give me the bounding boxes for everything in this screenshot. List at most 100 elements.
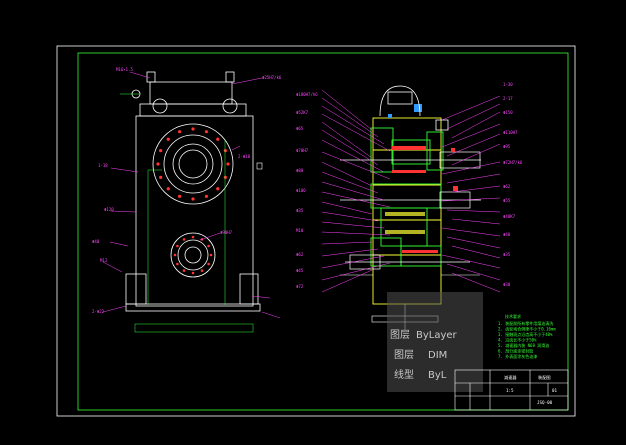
front-view	[125, 71, 261, 312]
tooltip-style-value: DIM	[428, 350, 447, 361]
dimension-callout: Φ95	[503, 144, 511, 149]
technical-note-line: 5. 减速器内装 N68 润滑油	[498, 342, 549, 348]
leader-line	[441, 227, 501, 237]
leader-line	[451, 111, 501, 139]
technical-note-line: 1. 装配前所有零件用煤油清洗	[498, 320, 553, 326]
leader-line	[321, 121, 373, 159]
leader-line	[321, 211, 379, 222]
leader-line	[446, 263, 501, 281]
side-section-shafts	[340, 151, 481, 270]
technical-note-line: 2. 齿轮啮合侧隙不小于0.16mm	[498, 326, 556, 332]
tooltip-layer-label: 图层	[390, 329, 410, 341]
leader-line	[441, 161, 501, 175]
bearing-bolt	[207, 262, 210, 266]
leader-line	[321, 262, 391, 281]
front-view-centerlines	[120, 93, 254, 333]
dimension-callout: Φ48K7	[503, 214, 516, 219]
leader-line	[446, 173, 501, 184]
technical-note-line: 6. 剖分面涂密封胶	[498, 348, 533, 354]
flange-bolt	[216, 187, 220, 191]
technical-note-line: 7. 外表面涂灰色油漆	[498, 353, 537, 359]
flange-bolt	[191, 127, 195, 131]
dimension-callout: M16×1.5	[116, 67, 133, 72]
dimension-callout: Φ90H7	[220, 230, 233, 235]
leader-line	[321, 201, 373, 215]
leader-line	[446, 103, 501, 130]
leader-line	[321, 231, 391, 236]
technical-note-line: 3. 接触斑点沿齿高不小于40%	[498, 331, 553, 337]
dimension-callout: 2-Φ22	[92, 309, 105, 314]
dimension-callout: 2-Φ18	[238, 154, 251, 159]
flange-bolt	[223, 175, 227, 179]
dimension-callout: Φ35	[503, 252, 511, 257]
bearing-bolt	[209, 253, 213, 257]
leader-line	[451, 218, 501, 225]
leader-line	[446, 209, 501, 213]
leader-line	[441, 123, 501, 148]
leader-line	[441, 197, 501, 202]
leader-line	[321, 269, 373, 293]
dimension-callout: Φ40	[503, 232, 511, 237]
bearing-bolt	[200, 269, 204, 272]
leader-line	[321, 97, 379, 138]
front-view-flange-bolts	[156, 127, 230, 201]
leader-line	[451, 143, 501, 166]
leader-line	[321, 191, 391, 208]
dimension-callout: Φ100	[296, 188, 306, 193]
right-side-callouts: 1-302-17Φ150Φ110H7Φ95Φ72H7/k6Φ62Φ55Φ48K7…	[503, 82, 523, 287]
bearing-bolt	[182, 238, 186, 241]
dimension-callout: Φ62	[296, 252, 304, 257]
dimension-callout: Φ35	[296, 208, 304, 213]
dimension-callout: Φ55	[503, 198, 511, 203]
inner-frame	[77, 52, 569, 411]
leader-line	[321, 105, 385, 145]
flange-bolt	[159, 149, 163, 153]
dimension-callout: Φ40	[92, 239, 100, 244]
leader-line	[321, 248, 379, 257]
leader-line	[321, 241, 373, 245]
dimension-callout: M12	[100, 258, 108, 263]
dimension-callout: Φ62	[503, 184, 511, 189]
dimension-callout: Φ150	[503, 110, 513, 115]
leader-line	[441, 254, 501, 269]
tooltip-line-value: ByL	[428, 370, 447, 381]
dimension-callout: Φ65	[296, 126, 304, 131]
tooltip-layer-value: ByLayer	[416, 330, 458, 341]
flange-bolt	[191, 197, 195, 201]
properties-tooltip: 图层 ByLayer 图层 DIM 线型 ByL	[387, 292, 483, 392]
title-sheet: 01	[552, 388, 558, 393]
technical-note-line: 4. 沿齿长不小于50%	[498, 337, 537, 343]
title-block	[454, 369, 569, 411]
bearing-bolt	[176, 262, 179, 266]
dimension-callout: Φ180H7/h6	[296, 92, 318, 97]
leader-line	[321, 129, 379, 166]
leader-line	[321, 161, 373, 187]
flange-bolt	[166, 137, 170, 141]
flange-bolt	[178, 130, 182, 134]
side-section-fills	[385, 104, 458, 253]
tooltip-style-label: 图层	[394, 349, 414, 361]
side-view-leaders	[321, 89, 501, 293]
tooltip-line-label: 线型	[394, 368, 414, 381]
side-view-callouts: Φ180H7/h6Φ52K7Φ65Φ70H7Φ80Φ100Φ35M10Φ62Φ4…	[296, 92, 318, 289]
flange-bolt	[223, 149, 227, 153]
dimension-callout: Φ25H7/k6	[262, 75, 282, 80]
dimension-callout: Φ80	[296, 168, 304, 173]
title-scale: 1:5	[506, 388, 514, 393]
leader-line	[451, 272, 501, 293]
front-view-leaders	[102, 71, 281, 319]
flange-bolt	[226, 162, 230, 166]
dimension-callout: Φ72H7/k6	[503, 160, 523, 165]
flange-bolt	[204, 130, 208, 134]
title-drawing-name: 减速器	[504, 374, 517, 381]
leader-line	[321, 255, 385, 269]
dimension-callout: Φ120	[104, 207, 114, 212]
dimension-callout: M10	[296, 228, 304, 233]
side-section-outline	[372, 117, 442, 305]
leader-line	[446, 133, 501, 157]
dimension-callout: 2-17	[503, 96, 513, 101]
notes-title: 技术要求	[505, 313, 521, 319]
dimension-callout: Φ52K7	[296, 110, 309, 115]
